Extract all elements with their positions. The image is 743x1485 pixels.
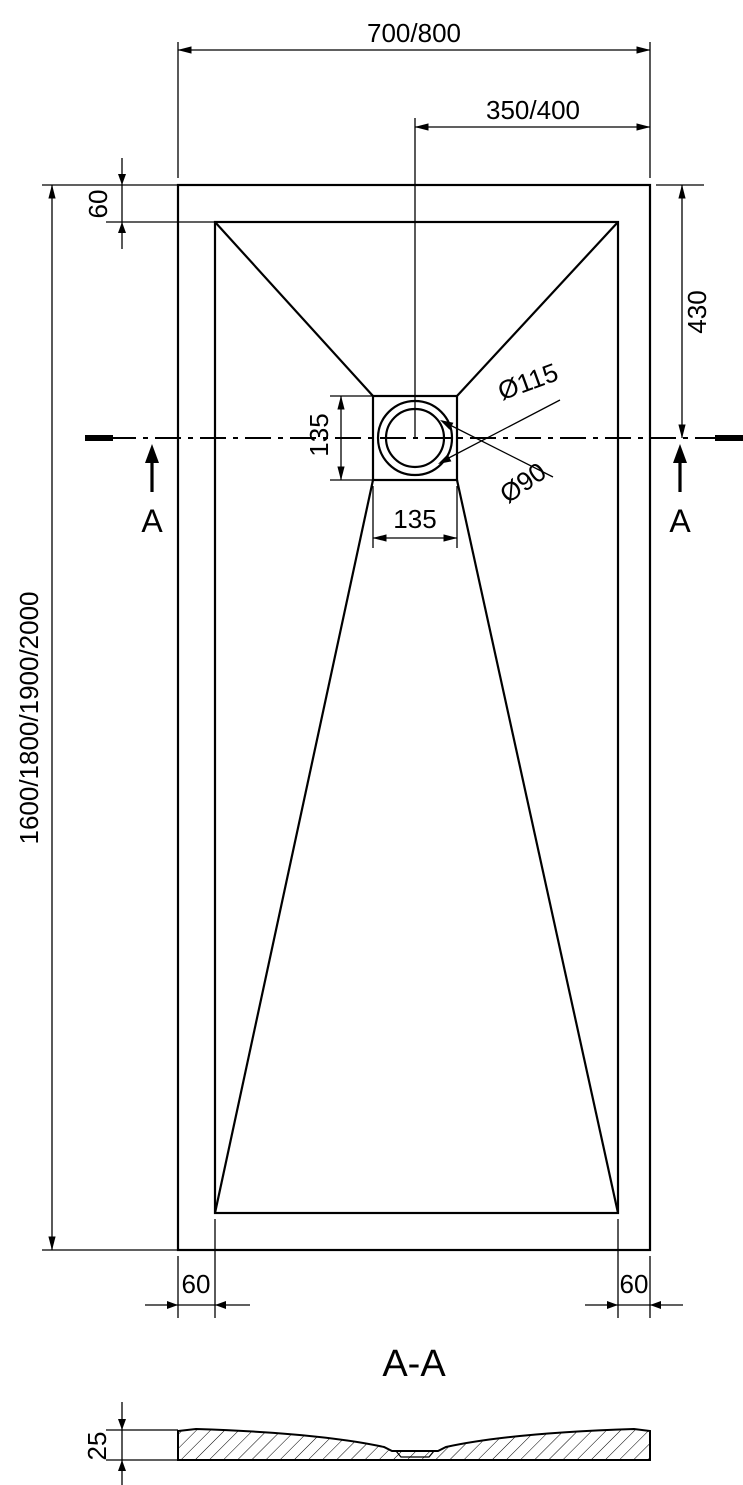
slope-line — [214, 221, 374, 397]
tray-outer-outline — [176, 183, 652, 1252]
leader-hole-dia — [440, 420, 554, 478]
dim-center-offset-label: 350/400 — [486, 95, 580, 125]
tray-top-view — [176, 183, 652, 1252]
tray-inner-outline — [213, 220, 620, 1215]
leader-flange-dia — [438, 399, 561, 464]
dim-rim-bottom-right-label: 60 — [620, 1269, 649, 1299]
dim-drain-square-width-label: 135 — [393, 504, 436, 534]
section-profile — [177, 1427, 651, 1461]
section-view — [177, 1427, 651, 1461]
section-title: A-A — [382, 1343, 446, 1385]
section-marker-left-label: A — [141, 503, 163, 539]
section-arrow-right-head — [673, 444, 687, 463]
section-arrow-left — [145, 444, 159, 492]
dimension-lines — [48, 46, 686, 1251]
drain-hole-diameter-label: Ø90 — [494, 456, 551, 509]
slope-lines — [213, 221, 620, 1214]
drain-flange-diameter-label: Ø115 — [494, 357, 562, 406]
dim-rim-top-label: 60 — [83, 190, 113, 219]
dim-rim-bottom-left-label: 60 — [182, 1269, 211, 1299]
section-drain-detail — [395, 1450, 435, 1458]
extension-lines — [42, 42, 704, 1485]
dim-drain-from-top-label: 430 — [682, 290, 712, 333]
dim-overall-width-label: 700/800 — [367, 18, 461, 48]
dim-thickness-label: 25 — [82, 1432, 112, 1461]
slope-line — [213, 479, 375, 1214]
slope-line — [455, 479, 620, 1214]
section-marker-right-label: A — [669, 503, 691, 539]
section-arrow-right — [673, 444, 687, 492]
dim-drain-square-height-label: 135 — [304, 413, 334, 456]
dim-overall-length-label: 1600/1800/1900/2000 — [14, 591, 44, 844]
slope-line — [456, 221, 619, 397]
section-arrow-left-head — [145, 444, 159, 463]
small-dim-arrows — [118, 174, 661, 1471]
